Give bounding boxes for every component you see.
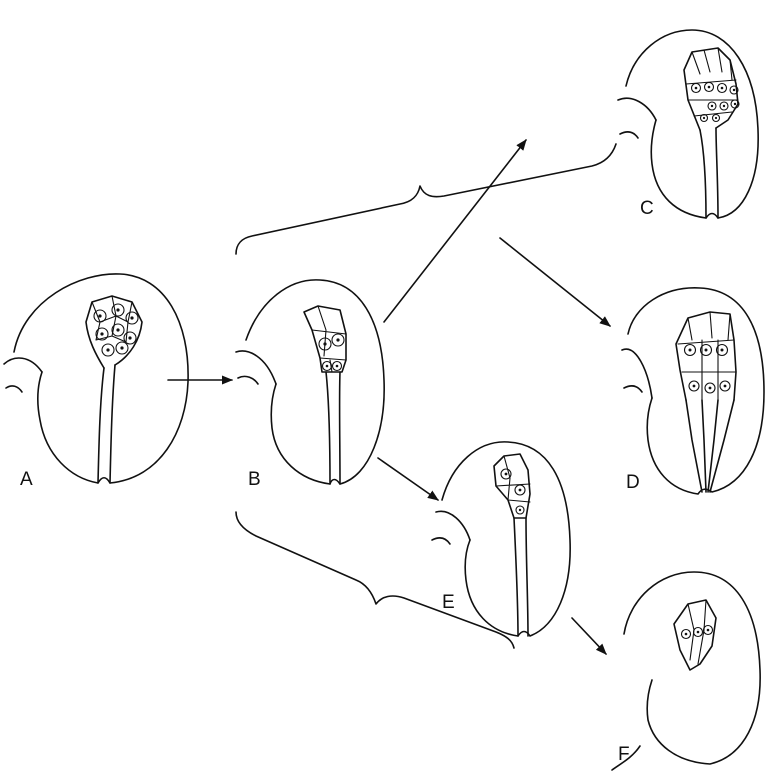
- figure-c-lip-lower: [619, 131, 639, 139]
- arrow-branch-to-d: [499, 237, 611, 327]
- figure-c-cell-cluster: [683, 47, 739, 131]
- figure-e-outline: [441, 441, 571, 637]
- figure-c-outline: [625, 29, 759, 219]
- figure-c: C: [617, 29, 759, 219]
- figure-c-cell-walls: [685, 47, 739, 117]
- figure-f: F: [611, 571, 761, 771]
- figure-d: D: [621, 287, 765, 495]
- figure-b-lip: [235, 350, 277, 385]
- figure-b-outline: [245, 279, 385, 485]
- figure-d-lip-lower: [623, 385, 643, 393]
- lower-brace: [235, 511, 515, 649]
- figure-e-lip-lower: [431, 537, 451, 545]
- figure-b-cell-walls: [311, 305, 347, 373]
- figure-b-nuclei: [318, 333, 345, 372]
- figure-b-lip-lower: [237, 375, 259, 385]
- figure-a: A: [3, 273, 189, 490]
- figure-a-lip: [3, 357, 43, 373]
- figure-c-lip: [617, 97, 657, 121]
- figure-a-outline: [13, 273, 189, 484]
- figure-d-lip: [621, 348, 653, 399]
- label-c: C: [640, 198, 654, 219]
- figure-e-lip: [435, 510, 471, 541]
- label-b: B: [248, 469, 261, 490]
- arrow-b-to-c: [383, 139, 527, 323]
- figure-b-cell-cluster: [303, 305, 347, 373]
- label-e: E: [442, 592, 455, 613]
- arrow-b-to-e: [377, 457, 439, 501]
- figure-c-stalk: [699, 127, 719, 219]
- figure-d-outline: [627, 287, 765, 495]
- figure-f-lip: [611, 745, 641, 771]
- label-d: D: [626, 472, 640, 493]
- arrow-e-to-f: [571, 617, 607, 655]
- figure-d-stalk: [685, 399, 735, 493]
- figure-f-nuclei: [680, 624, 714, 640]
- label-a: A: [20, 469, 33, 490]
- upper-brace: [235, 143, 617, 255]
- figure-e-nuclei: [500, 468, 526, 515]
- figure-a-lip-lower: [5, 385, 23, 393]
- figure-c-nuclei: [690, 81, 740, 123]
- figure-d-nuclei: [683, 343, 731, 394]
- figure-d-cell-walls: [677, 311, 737, 401]
- figure-e-stalk: [513, 517, 529, 637]
- figure-e: E: [431, 441, 571, 637]
- figure-a-stalk: [97, 364, 116, 484]
- figure-b-stalk: [325, 371, 341, 485]
- figure-e-cell-cluster: [493, 453, 531, 519]
- label-f: F: [618, 744, 630, 765]
- figure-a-nuclei: [93, 303, 139, 357]
- figure-b: B: [235, 279, 385, 490]
- figure-e-cell-walls: [495, 455, 531, 503]
- figure-f-outline: [623, 571, 761, 765]
